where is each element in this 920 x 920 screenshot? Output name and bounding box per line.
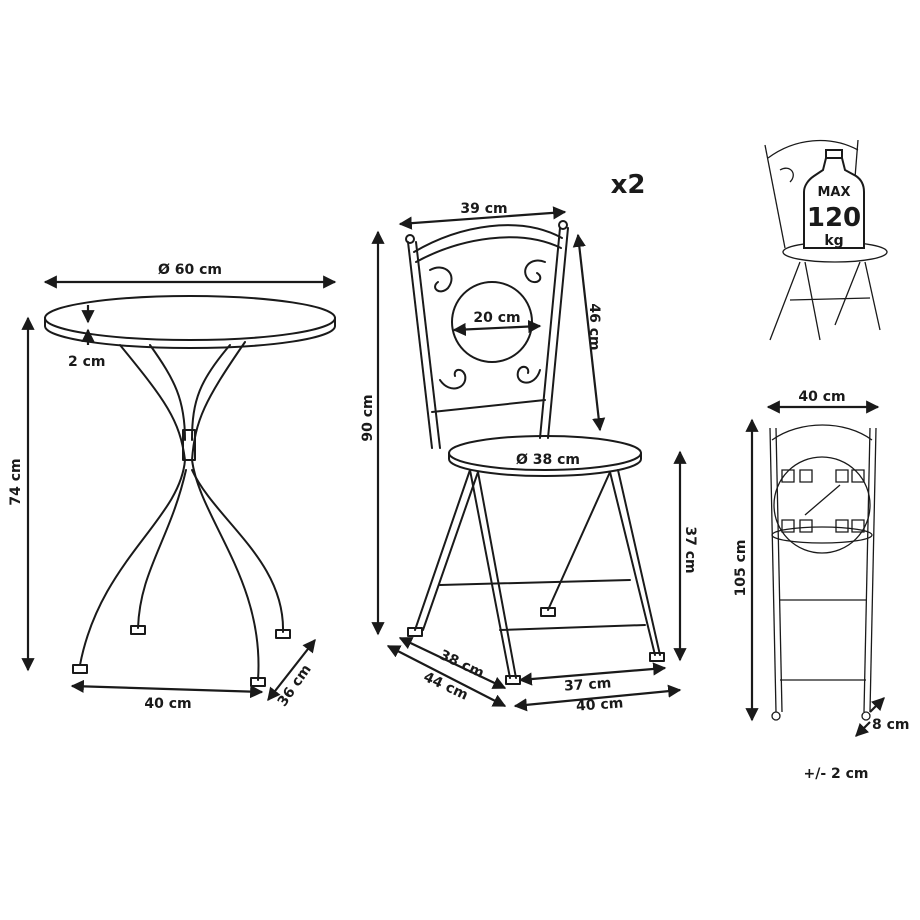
table-drawing bbox=[44, 295, 336, 687]
chair-base-depth-outer-label: 44 cm bbox=[421, 669, 471, 703]
folded-dimensions bbox=[745, 400, 885, 737]
table-diameter-label: Ø 60 cm bbox=[158, 262, 222, 278]
chair-quantity-label: x2 bbox=[611, 170, 646, 200]
table-top-thickness-label: 2 cm bbox=[68, 354, 106, 370]
table-dimensions bbox=[21, 275, 337, 702]
table-height-label: 74 cm bbox=[8, 458, 24, 505]
folded-chair-drawing bbox=[769, 424, 877, 721]
table-base-depth-label: 36 cm bbox=[275, 662, 315, 710]
chair-dimensions bbox=[371, 206, 687, 712]
chair-medallion-label: 20 cm bbox=[473, 310, 520, 326]
max-load-unit: kg bbox=[824, 233, 843, 249]
chair-seat-height-label: 37 cm bbox=[682, 526, 698, 573]
chair-back-width-label: 39 cm bbox=[460, 201, 507, 217]
table-base-width-label: 40 cm bbox=[144, 696, 191, 712]
folded-height-label: 105 cm bbox=[733, 540, 749, 597]
tolerance-note: +/- 2 cm bbox=[803, 766, 868, 782]
chair-back-height-label: 46 cm bbox=[586, 303, 602, 350]
chair-base-width-outer-label: 40 cm bbox=[576, 695, 624, 714]
folded-depth-label: 8 cm bbox=[872, 717, 910, 733]
folded-width-label: 40 cm bbox=[798, 389, 845, 405]
max-load-value: 120 bbox=[807, 203, 861, 233]
chair-seat-diameter-label: Ø 38 cm bbox=[516, 452, 580, 468]
weight-icon bbox=[803, 149, 865, 249]
chair-base-width-inner-label: 37 cm bbox=[564, 675, 612, 694]
max-load-max-label: MAX bbox=[817, 185, 850, 200]
chair-total-height-label: 90 cm bbox=[360, 394, 376, 441]
